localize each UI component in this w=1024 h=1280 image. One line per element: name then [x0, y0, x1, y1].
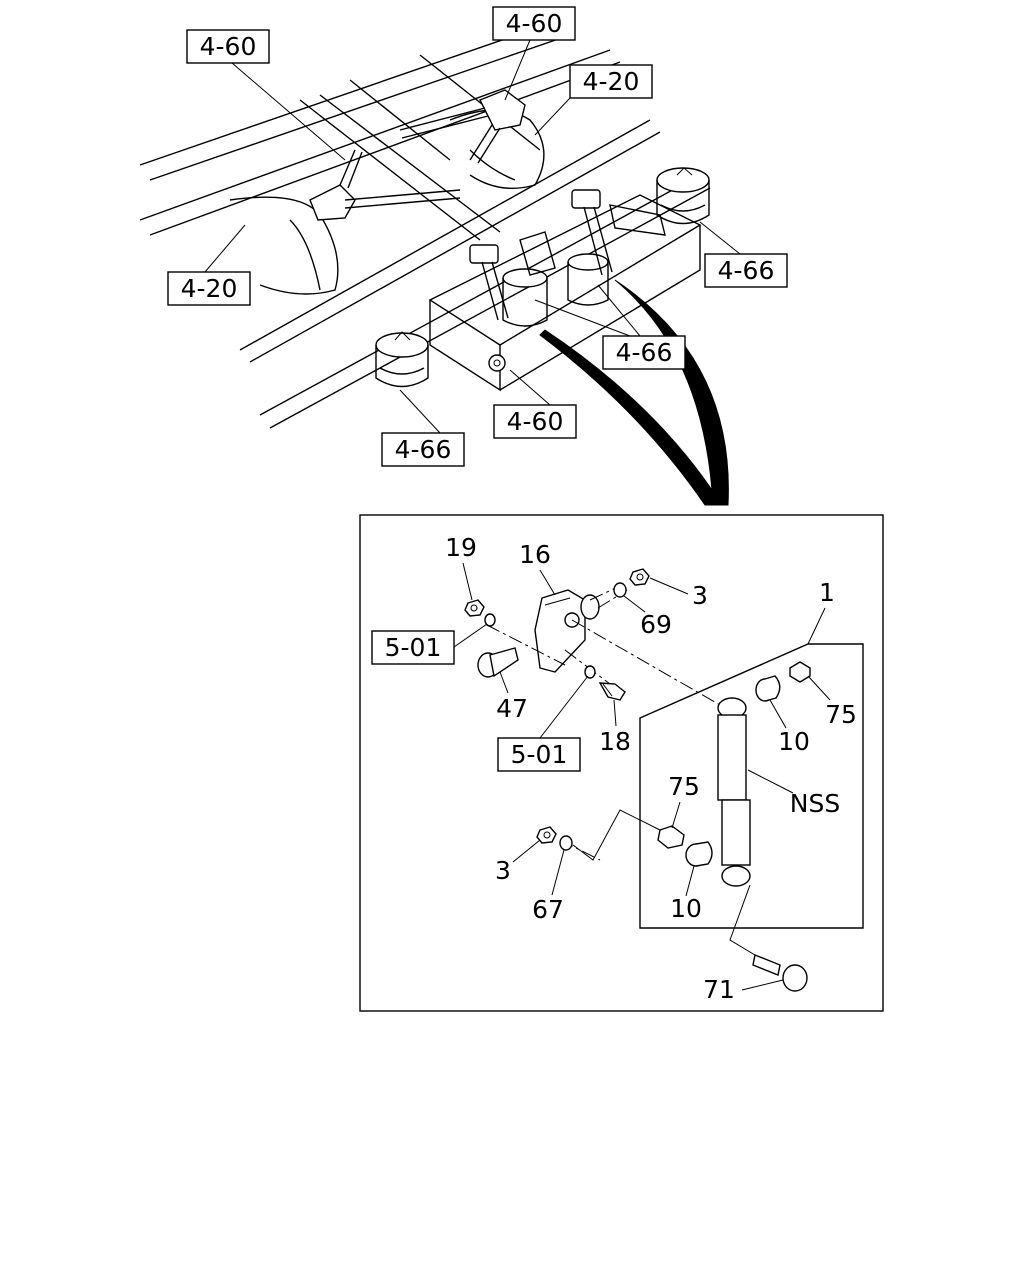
- svg-text:18: 18: [599, 727, 631, 756]
- svg-text:75: 75: [825, 700, 857, 729]
- assembly-1-bracket: [639, 643, 864, 929]
- svg-text:69: 69: [640, 610, 672, 639]
- svg-text:10: 10: [778, 727, 810, 756]
- ref-callout-501-lower[interactable]: 5-01: [497, 675, 589, 772]
- bolt-47: [477, 647, 519, 678]
- ref-callout-466-center[interactable]: 4-66: [534, 284, 686, 370]
- washer-lower-left: [584, 665, 596, 679]
- nut-19: [464, 599, 485, 617]
- svg-text:4-60: 4-60: [507, 407, 564, 436]
- svg-text:3: 3: [692, 581, 708, 610]
- nut-3-lower: [536, 826, 557, 844]
- svg-text:4-20: 4-20: [583, 67, 640, 96]
- chassis-overview: [139, 19, 729, 506]
- axle-housing: [229, 109, 545, 295]
- shock-absorbers-overview: [469, 189, 666, 321]
- part-label-71: 71: [703, 975, 784, 1004]
- svg-text:1: 1: [819, 578, 835, 607]
- ref-callout-501-upper[interactable]: 5-01: [371, 623, 488, 665]
- ref-callout-460-bottom[interactable]: 4-60: [493, 369, 577, 439]
- nut-3-upper: [629, 568, 650, 586]
- part-label-1: 1: [807, 578, 835, 645]
- part-label-75-lower: 75: [668, 772, 700, 829]
- svg-text:4-66: 4-66: [395, 435, 452, 464]
- part-label-18: 18: [599, 699, 631, 756]
- part-label-47: 47: [496, 671, 528, 723]
- svg-text:10: 10: [670, 894, 702, 923]
- air-spring-left: [375, 331, 429, 388]
- ref-callout-420-top[interactable]: 4-20: [534, 64, 653, 136]
- washer-69: [613, 582, 627, 598]
- svg-text:47: 47: [496, 694, 528, 723]
- svg-text:16: 16: [519, 540, 551, 569]
- svg-text:4-66: 4-66: [616, 338, 673, 367]
- svg-text:4-60: 4-60: [200, 32, 257, 61]
- ref-callout-466-left[interactable]: 4-66: [381, 389, 465, 467]
- svg-text:5-01: 5-01: [385, 633, 442, 662]
- ref-callout-460-top-left[interactable]: 4-60: [186, 29, 346, 161]
- part-label-nss: NSS: [747, 769, 840, 818]
- svg-text:75: 75: [668, 772, 700, 801]
- part-label-75-upper: 75: [807, 675, 857, 729]
- bushing-10-lower: [685, 841, 713, 867]
- detail-pointer-arrow: [539, 279, 729, 506]
- sleeve-75-lower: [657, 825, 685, 849]
- sleeve-75-upper: [789, 661, 811, 683]
- shock-bracket-16: [534, 589, 600, 673]
- part-label-3-upper: 3: [649, 577, 708, 610]
- ref-callout-460-top[interactable]: 4-60: [492, 6, 576, 101]
- svg-text:71: 71: [703, 975, 735, 1004]
- part-label-19: 19: [445, 533, 477, 601]
- svg-text:NSS: NSS: [790, 789, 840, 818]
- svg-text:5-01: 5-01: [511, 740, 568, 769]
- part-label-10-upper: 10: [769, 699, 810, 756]
- bolt-18: [598, 682, 626, 701]
- svg-text:19: 19: [445, 533, 477, 562]
- ref-callout-466-right[interactable]: 4-66: [699, 221, 788, 288]
- bolt-71: [752, 954, 808, 992]
- washer-upper-left: [484, 613, 496, 627]
- air-spring-right: [656, 167, 710, 225]
- jog-line-lower-left: [572, 809, 661, 861]
- shock-absorber-nss: [717, 697, 751, 887]
- svg-text:67: 67: [532, 895, 564, 924]
- detail-frame: [359, 514, 884, 1012]
- part-label-3-lower: 3: [495, 839, 541, 885]
- part-label-16: 16: [519, 540, 556, 596]
- frame-rails: [139, 19, 711, 429]
- part-label-67: 67: [532, 849, 565, 924]
- svg-text:4-66: 4-66: [718, 256, 775, 285]
- stabilizer-links: [309, 89, 526, 221]
- svg-text:4-20: 4-20: [181, 274, 238, 303]
- washer-67: [559, 835, 573, 851]
- part-label-69: 69: [623, 595, 672, 639]
- svg-text:3: 3: [495, 856, 511, 885]
- jog-line-bolt-71: [729, 884, 756, 956]
- part-label-10-lower: 10: [670, 865, 702, 923]
- svg-text:4-60: 4-60: [506, 9, 563, 38]
- ref-callout-420-left[interactable]: 4-20: [167, 224, 251, 306]
- bushing-10-upper: [755, 675, 781, 702]
